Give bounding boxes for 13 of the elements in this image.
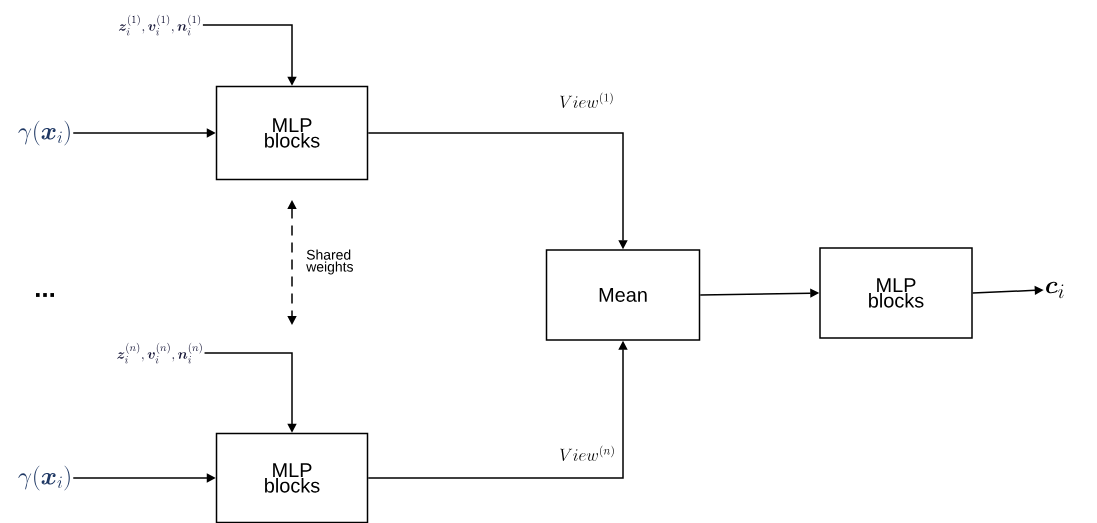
annotation-text: Shared weights [306, 249, 353, 275]
process-box: Mean [545, 249, 701, 341]
edge-label: $View^{(1)}$ [560, 92, 613, 108]
process-box: MLP blocks [819, 247, 973, 339]
edge-label: $View^{(n)}$ [560, 445, 614, 461]
formula-text: $\gamma(\boldsymbol{x}_i)$ [18, 465, 70, 491]
process-box: MLP blocks [215, 85, 369, 181]
process-box: MLP blocks [215, 432, 369, 523]
formula-text: $\boldsymbol{c}_i$ [1046, 281, 1064, 299]
ellipsis: ... [36, 293, 54, 297]
formula-text: $\gamma(\boldsymbol{x}_i)$ [18, 120, 70, 146]
formula-text: $\boldsymbol{z}_i^{(n)},\boldsymbol{v}_i^{(n)},\boldsymbol{n}_i^{(n)}$ [117, 342, 202, 364]
formula-text: $\boldsymbol{z}_i^{(1)},\boldsymbol{v}_i^{(1)},\boldsymbol{n}_i^{(1)}$ [118, 14, 201, 36]
